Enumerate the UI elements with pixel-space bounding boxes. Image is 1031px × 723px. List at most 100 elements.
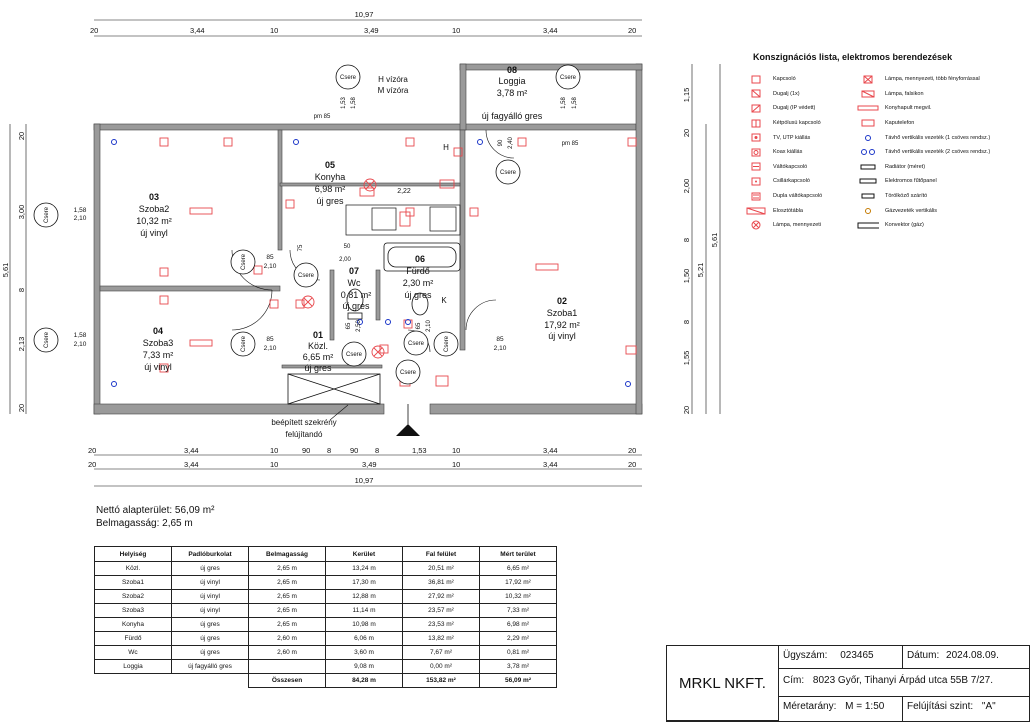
dim-left-2: 8: [17, 288, 26, 292]
plan-annotations: Csere Csere Csere Csere Csere Csere Cser…: [44, 75, 579, 376]
room-04-name: Szoba3: [143, 338, 174, 348]
dim-bottom1-9: 3,44: [543, 446, 558, 455]
dim-left-4: 20: [17, 404, 26, 412]
wardrobe-note-1: beépített szekrény: [271, 418, 336, 427]
dim-top-1: 3,44: [190, 26, 205, 35]
dim-right-6: 1,55: [682, 351, 691, 366]
table-cell: 20,51 m²: [402, 561, 480, 576]
col-header: Padlóburkolat: [171, 546, 249, 562]
table-cell: 10,98 m: [325, 617, 403, 632]
room-04-area: 7,33 m²: [143, 350, 174, 360]
legend-item-label: Törölköző szárító: [885, 193, 928, 200]
towel-dryer-icon: [857, 191, 879, 201]
double-pole-switch-icon: [745, 118, 767, 128]
dim-bottom2-1: 3,44: [184, 460, 199, 469]
k-marker: K: [441, 296, 447, 305]
legend-item-label: Konyhapult megvil.: [885, 105, 932, 112]
csere-label: Csere: [44, 206, 50, 223]
electrical-symbols: [159, 137, 637, 387]
window-158-label: 1,58: [351, 97, 357, 109]
dim-bottom1-1: 3,44: [184, 446, 199, 455]
table-cell: Közl.: [94, 561, 172, 576]
room-08-floor: új fagyálló gres: [482, 111, 543, 121]
dim-top-3: 3,49: [364, 26, 379, 35]
room-06-floor: új gres: [404, 290, 432, 300]
table-cell: Fürdő: [94, 631, 172, 646]
table-cell: 17,92 m²: [479, 575, 557, 590]
company-cell: MRKL NKFT.: [667, 646, 779, 721]
room-08-area: 3,78 m²: [497, 88, 528, 98]
legend-item-label: Kétpólusú kapcsoló: [773, 120, 821, 127]
dim-bottom-total: 10,97: [355, 476, 374, 485]
legend-panel: Konszignációs lista, elektromos berendez…: [745, 52, 1025, 230]
room-07-num: 07: [349, 266, 359, 276]
total-cell: [95, 674, 172, 688]
table-cell: 2,60 m: [248, 645, 326, 660]
dim-top-2: 10: [270, 26, 278, 35]
room-02-num: 02: [557, 296, 567, 306]
csere-label: Csere: [408, 341, 425, 347]
window-158-label: 1,58: [74, 207, 87, 214]
door-swings: [231, 129, 515, 353]
intercom-icon: [857, 118, 879, 128]
table-cell: 2,60 m: [248, 631, 326, 646]
table-cell: új vinyl: [171, 575, 249, 590]
h-vizora-label: H vízóra: [378, 75, 408, 84]
dim-right-1: 20: [682, 129, 691, 137]
table-cell: 6,06 m: [325, 631, 403, 646]
window-153-label: 1,53: [341, 97, 347, 109]
legend-item-label: Távhő vertikális vezeték (2 csöves rends…: [885, 149, 991, 156]
dim-top-0: 20: [90, 26, 98, 35]
table-cell: Szoba1: [94, 575, 172, 590]
csere-label: Csere: [241, 253, 247, 270]
legend-item: Dugalj (1x): [745, 87, 822, 102]
scale-label: Méretarány:: [783, 701, 837, 712]
legend-item-label: Kaputelefon: [885, 120, 915, 127]
wardrobe-note-2: felújítandó: [286, 430, 323, 439]
dim-right-7: 20: [682, 406, 691, 414]
built-in-wardrobe: [287, 373, 381, 405]
room-01-area: 6,65 m²: [303, 352, 334, 362]
room-labels: 03 Szoba2 10,32 m² új vinyl 04 Szoba3 7,…: [136, 65, 580, 373]
csere-label: Csere: [444, 335, 450, 352]
ceiling-lamp-icon: [745, 220, 767, 230]
legend-item-label: Dupla váltókapcsoló: [773, 193, 823, 200]
legend-title: Konszignációs lista, elektromos berendez…: [753, 52, 953, 62]
room-05-name: Konyha: [315, 172, 346, 182]
legend-item: Csillárkapcsoló: [745, 174, 822, 189]
room-05-num: 05: [325, 160, 335, 170]
gas-pipe-icon: [857, 206, 879, 216]
legend-item: Gázvezeték vertikális: [857, 203, 990, 218]
legend-item: Dugalj (IP védett): [745, 101, 822, 116]
legend-left-column: Kapcsoló Dugalj (1x) Dugalj (IP védett) …: [745, 72, 822, 233]
table-cell: 2,65 m: [248, 617, 326, 632]
door-200-label: 2,00: [339, 257, 351, 263]
legend-item-label: TV, UTP kiállás: [773, 134, 811, 141]
dimension-labels: 10,97 20 3,44 10 3,49 10 3,44 20 20 3,44…: [1, 10, 719, 485]
table-cell: 23,57 m²: [402, 603, 480, 618]
window-158-label: 1,58: [572, 97, 578, 109]
table-cell: Loggia: [94, 659, 172, 674]
dim-bottom1-6: 8: [375, 446, 379, 455]
csere-label: Csere: [560, 75, 577, 81]
date-label: Dátum:: [907, 650, 940, 661]
level-value: "A": [981, 701, 996, 712]
table-cell: Szoba2: [94, 589, 172, 604]
legend-item-label: Lámpa, falsikon: [885, 90, 924, 97]
room-03-name: Szoba2: [139, 204, 170, 214]
legend-item: Dupla váltókapcsoló: [745, 189, 822, 204]
single-pipe-icon: [857, 133, 879, 143]
wardrobe-note: beépített szekrény felújítandó: [271, 418, 336, 439]
room-03-area: 10,32 m²: [136, 216, 172, 226]
table-cell: új fagyálló gres: [171, 659, 249, 674]
dim-top-6: 20: [628, 26, 636, 35]
chandelier-switch-icon: [745, 176, 767, 186]
table-cell: 6,98 m²: [479, 617, 557, 632]
table-cell: 3,60 m: [325, 645, 403, 660]
table-cell: [248, 659, 326, 674]
table-cell: új vinyl: [171, 603, 249, 618]
switch-icon: [745, 74, 767, 84]
csere-label: Csere: [44, 331, 50, 348]
